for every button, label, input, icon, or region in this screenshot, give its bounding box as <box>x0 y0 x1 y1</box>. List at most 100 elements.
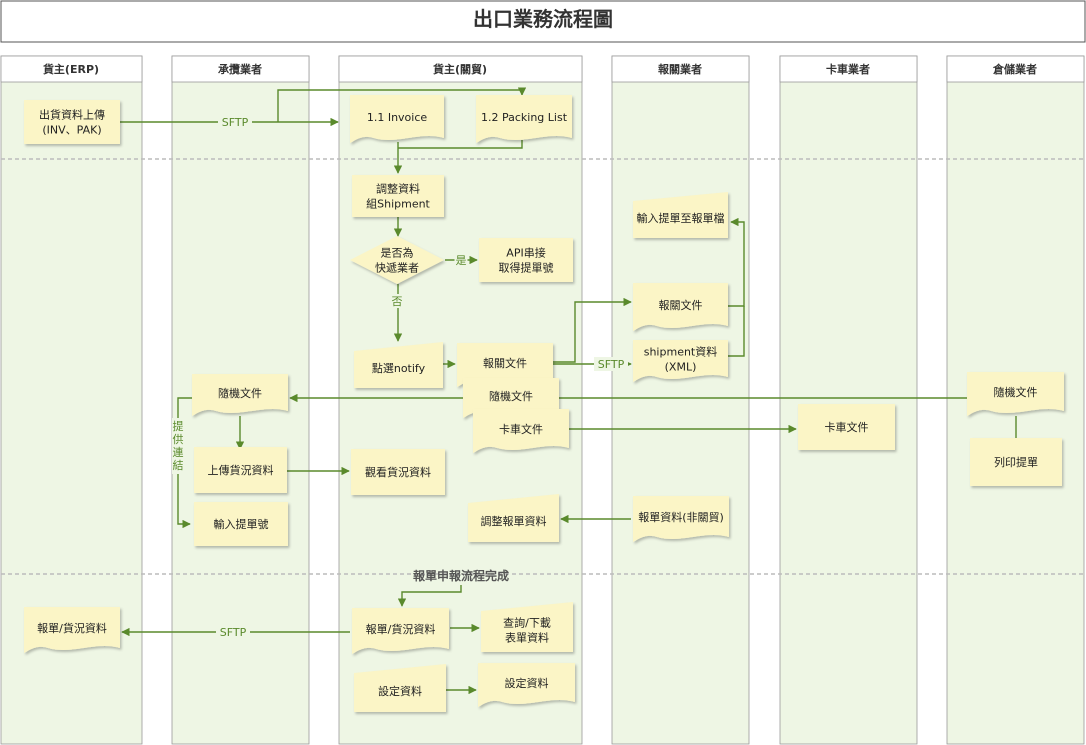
node-n-set2: 設定資料 <box>478 663 575 707</box>
node-n-follow-wh: 隨機文件 <box>967 372 1064 416</box>
node-label: 隨機文件 <box>218 386 262 400</box>
edge-broker-doc-to-input <box>728 217 745 307</box>
node-label: 卡車文件 <box>499 422 543 436</box>
node-label: (INV、PAK) <box>42 124 101 137</box>
node-n-view-status: 觀看貨況資料 <box>351 449 445 495</box>
node-n-customs-doc: 報關文件 <box>457 343 553 387</box>
edge-label-bg <box>594 357 628 371</box>
node-label: 列印提單 <box>994 455 1038 469</box>
node-shape <box>192 374 288 416</box>
edge-customs-to-broker-doc <box>553 297 632 363</box>
node-n-print: 列印提單 <box>970 438 1062 486</box>
node-shape <box>463 378 559 418</box>
lane-truck-label: 卡車業者 <box>826 62 870 76</box>
node-n-click: 點選notify <box>354 342 443 388</box>
node-n-input-no: 輸入提單號 <box>194 502 288 546</box>
edge-label-text: SFTP <box>220 626 247 639</box>
node-n-decl-status: 報單/貨況資料 <box>352 608 449 654</box>
edge-xml-merge <box>728 306 745 357</box>
edge-label-yes: 是 <box>454 253 468 267</box>
node-label: 報單/貨況資料 <box>366 622 436 636</box>
node-label: 點選notify <box>372 362 426 375</box>
node-shape <box>352 175 444 217</box>
lane-truck-header <box>779 55 918 83</box>
edge-label-bg <box>454 253 468 267</box>
node-shape <box>194 502 288 546</box>
node-shape <box>354 664 446 712</box>
node-shape <box>354 342 443 388</box>
edge-label-bg <box>390 294 404 308</box>
node-shape <box>633 283 728 331</box>
node-shape <box>24 100 120 144</box>
node-n-follow-fw: 隨機文件 <box>192 374 288 416</box>
node-shape <box>473 409 569 453</box>
node-label: 1.2 Packing List <box>481 111 568 124</box>
edge-packing-merge <box>398 140 523 149</box>
node-n-invoice: 1.1 Invoice <box>350 95 444 143</box>
edge-label-text: 否 <box>392 295 403 308</box>
node-label: 設定資料 <box>378 684 422 698</box>
node-n-upload-status: 上傳貨況資料 <box>194 447 287 493</box>
node-shape <box>633 496 729 542</box>
lane-warehouse-label: 倉儲業者 <box>992 62 1037 76</box>
node-label: 輸入提單至報單檔 <box>637 211 725 225</box>
node-label: 上傳貨況資料 <box>208 463 274 477</box>
node-shape <box>478 663 575 707</box>
node-n-truck-doc-s: 卡車文件 <box>473 409 569 453</box>
edge-label-bg <box>218 115 252 129</box>
node-label: 1.1 Invoice <box>367 111 428 124</box>
node-shape <box>633 192 728 238</box>
node-n-input-bl: 輸入提單至報單檔 <box>633 192 728 238</box>
node-shape <box>798 404 895 450</box>
edge-label-text: 是 <box>456 254 467 267</box>
node-shape <box>24 607 120 653</box>
node-label: shipment資料 <box>644 345 718 359</box>
lane-shipper-label: 貨主(關貿) <box>433 62 487 76</box>
node-n-truck-doc: 卡車文件 <box>798 404 895 450</box>
node-label: 報單資料(非關貿) <box>638 510 724 524</box>
node-label: 報關文件 <box>483 356 527 370</box>
node-shape <box>194 447 287 493</box>
lane-truck-body <box>779 55 918 745</box>
node-label: 表單資料 <box>505 631 549 645</box>
lane-erp-header <box>0 55 143 83</box>
diagram-title: 出口業務流程圖 <box>473 7 613 31</box>
node-label: 快遞業者 <box>375 261 419 275</box>
lane-truck: 卡車業者 <box>779 55 918 745</box>
node-n-shipment-xml: shipment資料(XML) <box>633 340 728 382</box>
node-label: 是否為 <box>381 246 414 260</box>
node-label: 查詢/下載 <box>503 616 551 630</box>
edge-label-sftp-top: SFTP <box>218 115 252 129</box>
node-shape <box>351 449 445 495</box>
node-n-set1: 設定資料 <box>354 664 446 712</box>
edge-complete-to-decl-status <box>397 585 462 607</box>
node-n-adjust-decl: 調整報單資料 <box>468 494 559 542</box>
node-label: 報單/貨況資料 <box>37 621 107 635</box>
lane-warehouse-header <box>946 55 1085 83</box>
edge-upload-to-packing <box>277 87 527 122</box>
nodes: 出貨資料上傳 (INV、PAK) 1.1 Invoice 1.2 Packing Li… <box>24 95 1064 712</box>
node-label: 卡車文件 <box>825 420 869 434</box>
node-label: 隨機文件 <box>489 389 533 403</box>
lane-forwarder-label: 承攬業者 <box>218 62 262 76</box>
node-label: 調整資料 <box>376 182 420 196</box>
node-label: 隨機文件 <box>994 385 1038 399</box>
node-label: 設定資料 <box>505 676 549 690</box>
node-n-decl-nonrel: 報單資料(非關貿) <box>633 496 729 542</box>
node-shape <box>457 343 553 387</box>
node-label: 觀看貨況資料 <box>365 465 431 479</box>
node-label: 出貨資料上傳 <box>39 108 105 122</box>
node-shape <box>633 340 728 382</box>
edge-label-char: 結 <box>173 458 184 472</box>
lane-broker-body <box>611 55 750 745</box>
node-shape <box>476 95 572 143</box>
node-n-upload: 出貨資料上傳 (INV、PAK) <box>24 100 120 144</box>
lane-broker-header <box>611 55 750 83</box>
lane-broker-label: 報關業者 <box>658 62 702 76</box>
